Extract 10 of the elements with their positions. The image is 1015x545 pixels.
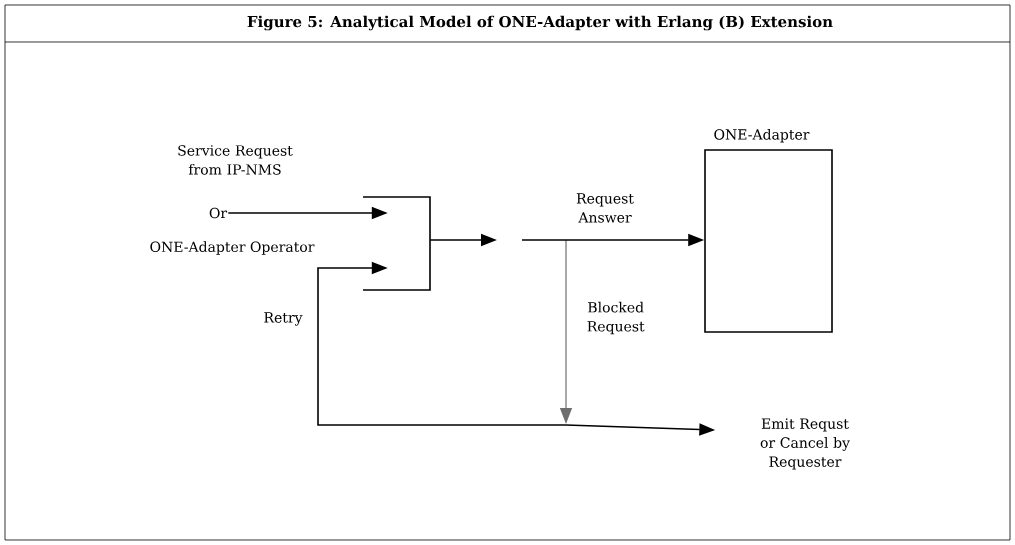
title: Figure 5: Analytical Model of ONE-Adapter with Erlang (B) Extension [247,15,833,31]
process-box: ONE-Adapter [704,128,833,333]
source-text: Service Request from IP-NMS Or ONE-Adapter Operator [150,145,315,255]
node-label: ONE-Adapter [714,128,810,143]
blocked-label: Blocked Request [587,301,645,335]
edge-label: Request Answer [564,192,646,224]
arrow [317,261,567,426]
edge-label: Retry [262,311,304,327]
merge-box [362,196,431,291]
sink-text: Emit Requst or Cancel by Requester [760,418,850,470]
